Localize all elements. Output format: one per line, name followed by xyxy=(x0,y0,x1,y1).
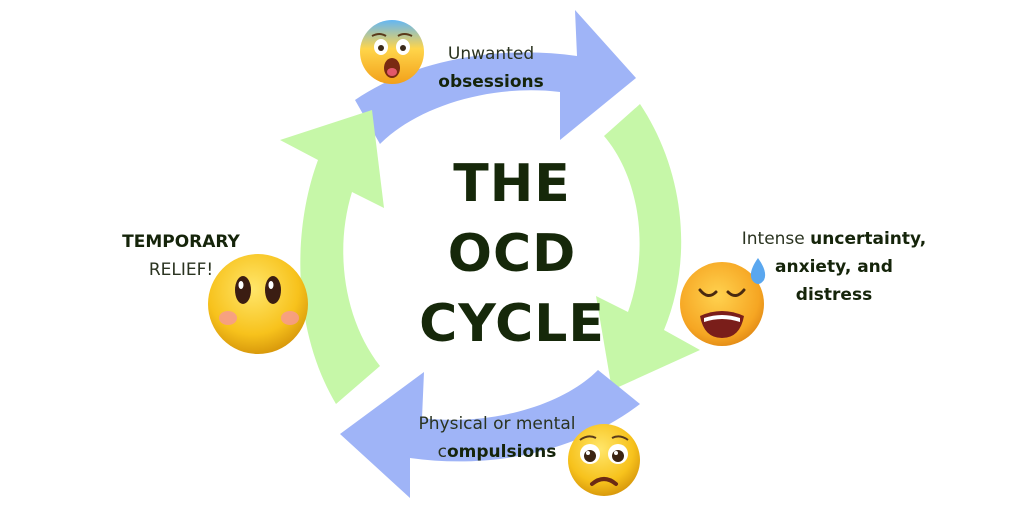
arrow-relief xyxy=(280,110,384,404)
relief-light-text: RELIEF! xyxy=(148,260,214,280)
distress-bold-2: anxiety, and xyxy=(775,257,893,277)
obsessions-label: Unwanted obsessions xyxy=(430,40,552,96)
anxious-sweat-face-icon xyxy=(680,258,766,346)
flushed-face-icon xyxy=(208,254,308,354)
arrow-obsessions xyxy=(355,10,636,144)
title-line-1: THE xyxy=(453,154,571,214)
relief-bold-text: TEMPORARY xyxy=(122,232,240,252)
compulsions-line-2: compulsions xyxy=(412,438,582,466)
compulsions-label: Physical or mental compulsions xyxy=(412,410,582,466)
obsessions-light-text: Unwanted xyxy=(447,44,535,64)
arrow-compulsions xyxy=(340,370,640,498)
compulsions-light-text: Physical or mental xyxy=(418,414,576,434)
relief-label: TEMPORARY RELIEF! xyxy=(118,228,244,284)
distress-label: Intense uncertainty, anxiety, and distre… xyxy=(736,225,932,309)
distress-bold-1: uncertainty, xyxy=(810,229,927,249)
title-line-2: OCD xyxy=(447,224,577,284)
arrow-distress xyxy=(596,104,700,390)
distress-light-text: Intense xyxy=(741,229,811,249)
obsessions-bold-text: obsessions xyxy=(438,72,544,92)
distress-bold-3: distress xyxy=(795,285,873,305)
compulsions-bold-text: ompulsions xyxy=(447,442,557,462)
pleading-face-icon xyxy=(568,424,640,496)
compulsions-light-c: c xyxy=(437,442,447,462)
title-line-3: CYCLE xyxy=(419,294,605,354)
distress-line-1: Intense uncertainty, xyxy=(736,225,932,253)
screaming-fear-face-icon xyxy=(360,20,424,84)
